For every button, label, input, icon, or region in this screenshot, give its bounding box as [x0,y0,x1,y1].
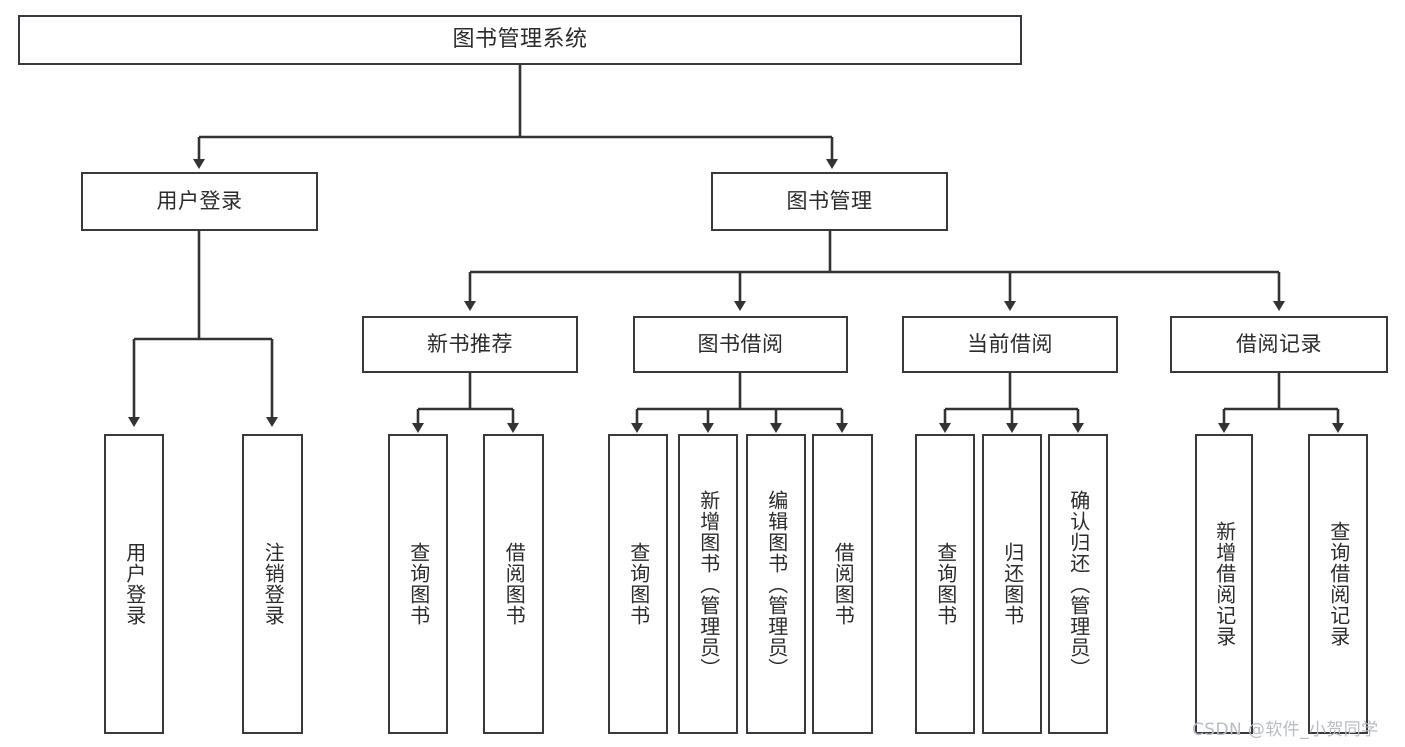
leaf-borrow-book[interactable]: 借阅图书 [812,434,873,734]
node-label: 注销登录 [261,542,286,626]
node-label: 查询借阅记录 [1326,521,1351,647]
leaf-return-book[interactable]: 归还图书 [982,434,1042,734]
node-label: 新增图书（管理员） [696,489,721,679]
node-label: 当前借阅 [967,332,1053,357]
node-label: 确认归还（管理员） [1066,489,1091,679]
node-current-borrow[interactable]: 当前借阅 [902,316,1118,373]
node-label: 查询图书 [626,542,651,626]
node-new-book-recommend[interactable]: 新书推荐 [362,316,578,373]
leaf-borrow-book-recommend[interactable]: 借阅图书 [483,434,544,734]
leaf-query-book-recommend[interactable]: 查询图书 [388,434,448,734]
leaf-add-borrow-record[interactable]: 新增借阅记录 [1195,434,1253,734]
node-book-management[interactable]: 图书管理 [711,172,948,231]
node-label: 新增借阅记录 [1212,521,1237,647]
node-label: 借阅图书 [502,542,527,626]
node-user-login[interactable]: 用户登录 [81,172,318,231]
csdn-watermark: CSDN @软件_小贺同学 [1192,720,1379,740]
node-label: 用户登录 [156,189,243,214]
node-label: 图书借阅 [697,332,784,357]
node-label: 借阅图书 [831,542,856,626]
leaf-add-book-admin[interactable]: 新增图书（管理员） [678,434,738,734]
node-borrow-record[interactable]: 借阅记录 [1170,316,1388,373]
node-label: 用户登录 [122,542,147,626]
node-root-system[interactable]: 图书管理系统 [18,15,1022,65]
leaf-query-book-borrow[interactable]: 查询图书 [608,434,668,734]
node-label: 借阅记录 [1236,332,1322,357]
node-label: 新书推荐 [427,332,513,357]
leaf-confirm-return-admin[interactable]: 确认归还（管理员） [1048,434,1108,734]
node-label: 图书管理系统 [452,27,588,53]
leaf-query-borrow-record[interactable]: 查询借阅记录 [1308,434,1368,734]
leaf-query-book-current[interactable]: 查询图书 [915,434,975,734]
leaf-user-login[interactable]: 用户登录 [104,434,164,734]
node-label: 查询图书 [933,542,958,626]
node-label: 查询图书 [406,542,431,626]
leaf-edit-book-admin[interactable]: 编辑图书（管理员） [746,434,806,734]
node-label: 图书管理 [786,189,873,214]
leaf-logout[interactable]: 注销登录 [242,434,303,734]
node-label: 编辑图书（管理员） [764,489,789,679]
node-label: 归还图书 [1000,542,1025,626]
node-book-borrow[interactable]: 图书借阅 [633,316,848,373]
